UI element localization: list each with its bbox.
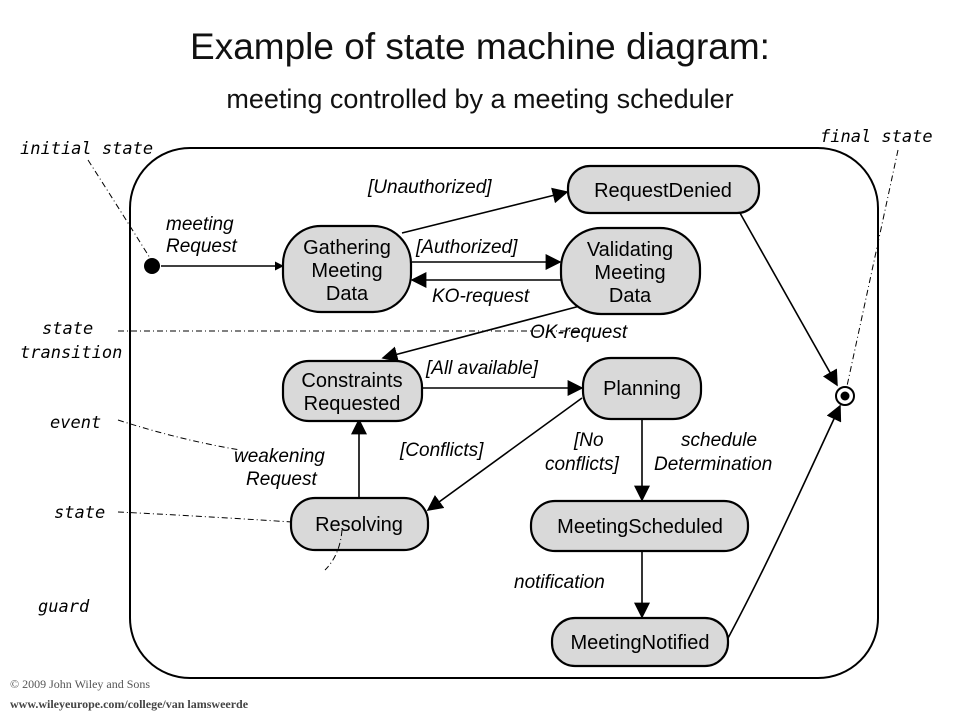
transition-denied-to-final	[739, 212, 838, 387]
label-weakening-request-1: weakening	[234, 446, 325, 467]
state-meeting-scheduled-label: MeetingScheduled	[557, 516, 723, 538]
annotation-guard: guard	[38, 597, 90, 617]
annotation-initial-state: initial state	[20, 139, 153, 159]
state-meeting-notified: MeetingNotified	[550, 616, 730, 668]
state-validating-meeting-data: Validating Meeting Data	[559, 226, 702, 316]
state-planning: Planning	[581, 356, 703, 421]
state-validating-label-2: Meeting	[594, 262, 665, 284]
state-resolving: Resolving	[289, 496, 430, 552]
label-meeting-request-1: meeting	[166, 214, 234, 235]
leader-event	[117, 419, 241, 451]
state-validating-label-1: Validating	[587, 239, 673, 261]
state-gathering-label-3: Data	[326, 283, 369, 305]
transition-notified-to-final	[726, 404, 842, 641]
annotation-state: state	[54, 503, 105, 523]
leader-guard	[324, 529, 343, 571]
label-notification: notification	[514, 572, 605, 593]
copyright-text: © 2009 John Wiley and Sons	[10, 677, 151, 691]
state-meeting-scheduled: MeetingScheduled	[529, 499, 750, 553]
label-ko-request: KO-request	[432, 286, 530, 307]
state-constraints-label-1: Constraints	[301, 370, 402, 392]
state-gathering-meeting-data: Gathering Meeting Data	[281, 224, 413, 314]
initial-state-node	[144, 258, 160, 274]
state-validating-label-3: Data	[609, 285, 652, 307]
annotation-final-state: final state	[820, 127, 933, 147]
annotation-state-transition-2: transition	[20, 343, 122, 363]
label-no-conflicts-1: [No	[573, 430, 604, 451]
annotation-state-transition-1: state	[42, 319, 93, 339]
website-link[interactable]: www.wileyeurope.com/college/van lamsweer…	[10, 697, 249, 711]
annotation-event: event	[50, 413, 101, 433]
transition-ok-request	[381, 305, 581, 363]
final-state-node	[835, 386, 855, 406]
transition-unauthorized	[401, 187, 569, 234]
label-ok-request: OK-request	[530, 322, 628, 343]
leader-final-state	[846, 149, 899, 387]
page-title: Example of state machine diagram:	[190, 26, 770, 67]
label-meeting-request-2: Request	[166, 236, 237, 257]
label-schedule-determination-2: Determination	[654, 454, 772, 475]
label-no-conflicts-2: conflicts]	[545, 454, 620, 475]
state-constraints-label-2: Requested	[304, 393, 401, 415]
label-unauthorized: [Unauthorized]	[367, 177, 492, 198]
state-gathering-label-2: Meeting	[311, 260, 382, 282]
state-planning-label: Planning	[603, 378, 681, 400]
state-resolving-label: Resolving	[315, 514, 403, 536]
label-schedule-determination-1: schedule	[681, 430, 757, 451]
diagram-frame	[129, 147, 879, 679]
state-gathering-label-1: Gathering	[303, 237, 391, 259]
leader-initial-state	[87, 159, 151, 259]
label-conflicts: [Conflicts]	[399, 440, 484, 461]
label-weakening-request-2: Request	[246, 469, 317, 490]
state-meeting-notified-label: MeetingNotified	[571, 632, 710, 654]
state-request-denied-label: RequestDenied	[594, 180, 732, 202]
label-authorized: [Authorized]	[415, 237, 518, 258]
state-constraints-requested: Constraints Requested	[281, 359, 424, 423]
state-request-denied: RequestDenied	[566, 164, 761, 215]
leader-state	[117, 511, 293, 523]
label-all-available: [All available]	[425, 358, 539, 379]
page-subtitle: meeting controlled by a meeting schedule…	[226, 84, 734, 114]
transition-conflicts	[426, 397, 583, 511]
